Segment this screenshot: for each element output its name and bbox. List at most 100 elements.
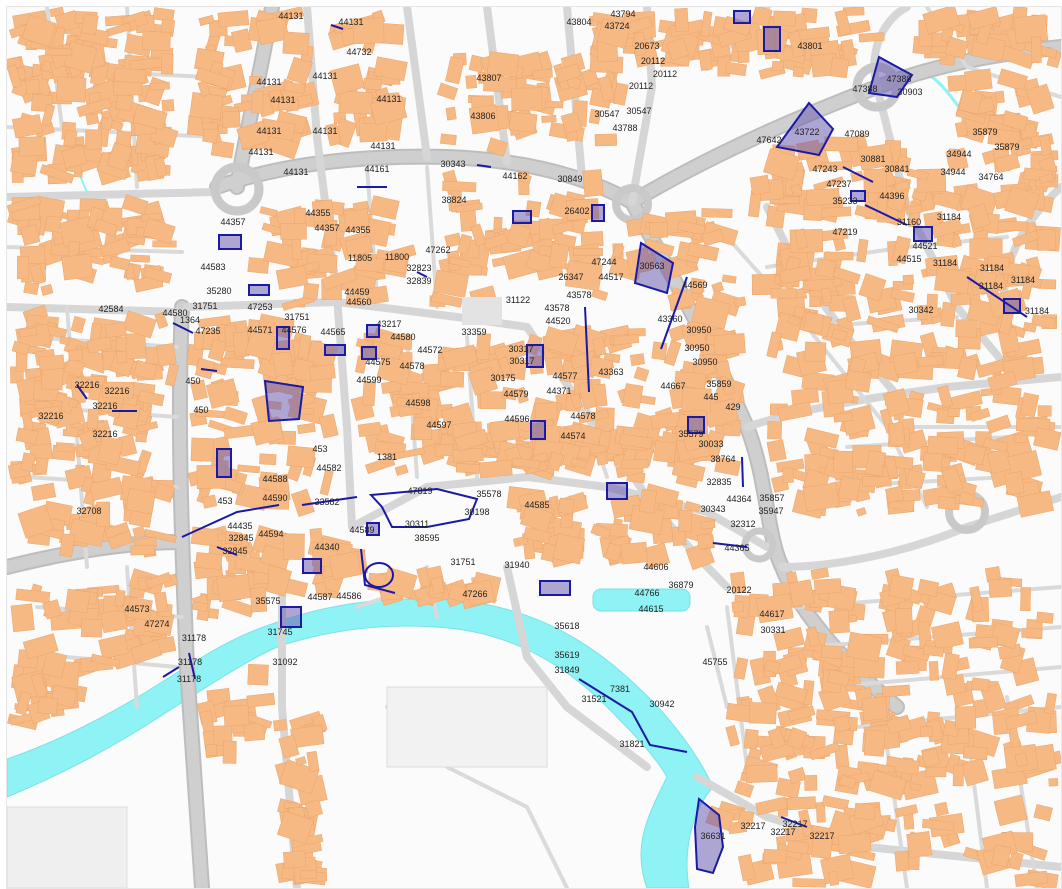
parcel-label: 32217	[740, 821, 765, 831]
building	[68, 349, 84, 362]
parcel-label: 34944	[940, 167, 965, 177]
building	[202, 122, 218, 130]
building	[833, 412, 853, 423]
parcel-label: 44577	[552, 371, 577, 381]
building	[272, 719, 288, 732]
designated-area	[248, 284, 270, 296]
parcel-label: 20112	[629, 81, 653, 91]
parcel-label: 44590	[262, 493, 287, 503]
parcel-label: 30547	[626, 106, 651, 116]
building	[236, 120, 270, 150]
building	[854, 802, 876, 820]
parking-area	[462, 297, 502, 325]
parcel-label: 44435	[227, 521, 252, 531]
parcel-label: 44594	[258, 529, 283, 539]
building	[620, 541, 649, 565]
building	[205, 744, 218, 757]
building	[383, 254, 407, 274]
parcel-label: 47244	[591, 257, 616, 267]
parcel-label: 44578	[570, 411, 595, 421]
parcel-label: 44599	[356, 375, 381, 385]
building	[198, 14, 215, 26]
parcel-label: 47266	[462, 589, 487, 599]
parcel-label: 44131	[283, 167, 308, 177]
parcel-label: 26347	[558, 272, 583, 282]
designated-area	[280, 606, 302, 628]
parcel-label: 450	[185, 376, 200, 386]
building	[804, 341, 827, 363]
parcel-label: 453	[217, 496, 232, 506]
building	[955, 109, 986, 125]
building	[906, 831, 933, 859]
parcel-label: 35879	[994, 142, 1019, 152]
building	[161, 53, 174, 75]
building	[286, 445, 316, 469]
parcel-label: 43804	[566, 17, 591, 27]
parcel-label: 44520	[545, 316, 570, 326]
building	[115, 93, 134, 112]
building	[917, 355, 944, 368]
parcel-label: 44131	[256, 126, 281, 136]
building	[994, 90, 1005, 104]
parcel-label: 43363	[598, 367, 623, 377]
parcel-label: 43806	[470, 111, 495, 121]
building	[894, 850, 910, 872]
parcel-label: 30175	[490, 373, 515, 383]
parcel-label: 42584	[98, 304, 123, 314]
parcel-label: 38595	[414, 533, 439, 543]
building	[834, 9, 852, 37]
building	[156, 343, 177, 367]
parcel-label: 43217	[376, 319, 401, 329]
parcel-label: 31745	[267, 627, 292, 637]
parcel-label: 47253	[247, 302, 272, 312]
parcel-label: 32217	[809, 831, 834, 841]
parcel-label: 31184	[933, 258, 957, 268]
building	[63, 129, 78, 148]
building	[1031, 36, 1042, 63]
parcel-label: 44576	[281, 325, 306, 335]
building	[141, 30, 171, 52]
building	[597, 75, 615, 102]
building	[541, 114, 557, 123]
building	[436, 82, 459, 101]
parcel-label: 31184	[979, 281, 1003, 291]
building	[93, 218, 118, 237]
building	[582, 169, 604, 198]
building	[560, 111, 583, 135]
building	[590, 288, 609, 301]
building	[61, 145, 88, 169]
designated-area	[606, 482, 628, 500]
parcel-label: 36879	[668, 580, 693, 590]
designated-area	[733, 10, 751, 24]
parcel-label: 35578	[476, 489, 501, 499]
building	[64, 425, 79, 438]
building	[919, 726, 933, 738]
parcel-label: 44131	[376, 94, 401, 104]
building	[1021, 628, 1043, 638]
building	[773, 10, 796, 27]
building	[275, 265, 309, 290]
building	[160, 18, 176, 34]
building	[733, 296, 747, 308]
building	[445, 56, 465, 85]
parcel-label: 32216	[74, 380, 99, 390]
parcel-label: 450	[193, 405, 208, 415]
building	[352, 200, 369, 211]
parcel-label: 30331	[760, 625, 785, 635]
parcel-label: 43788	[612, 123, 637, 133]
map-canvas[interactable]: 4413144131447324413144131441314413144131…	[7, 7, 1061, 888]
parcel-label: 44162	[502, 171, 527, 181]
parcel-label: 44617	[759, 609, 784, 619]
parcel-label: 32708	[76, 506, 101, 516]
parcel-label: 32216	[104, 386, 129, 396]
designated-area	[591, 204, 605, 222]
building	[123, 332, 147, 360]
building	[803, 312, 825, 334]
parcel-label: 30950	[692, 357, 717, 367]
building	[444, 232, 462, 248]
building	[217, 10, 250, 28]
building	[958, 89, 984, 115]
building	[622, 383, 644, 409]
parcel-label: 33359	[461, 327, 486, 337]
